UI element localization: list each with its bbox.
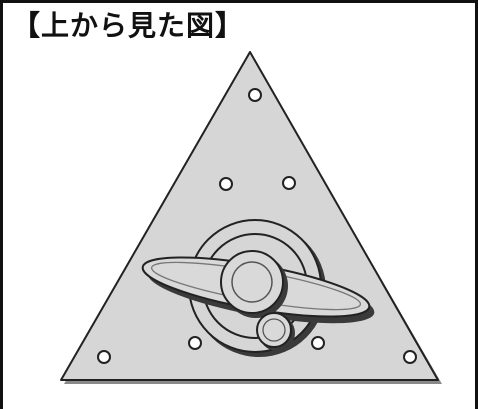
lower-knob-inner xyxy=(262,318,286,342)
hole-inner-left xyxy=(188,336,202,350)
rotary-lock xyxy=(141,219,375,357)
hole-mid-left xyxy=(219,177,233,191)
screw-holes xyxy=(97,88,417,364)
center-hub-inner xyxy=(231,261,273,303)
hole-mid-right xyxy=(282,176,296,190)
hole-inner-right xyxy=(311,336,325,350)
hole-top xyxy=(248,88,262,102)
hole-bottom-left-corner xyxy=(97,350,111,364)
figure-title: 【上から見た図】 xyxy=(12,9,245,42)
hole-bottom-right-corner xyxy=(403,350,417,364)
